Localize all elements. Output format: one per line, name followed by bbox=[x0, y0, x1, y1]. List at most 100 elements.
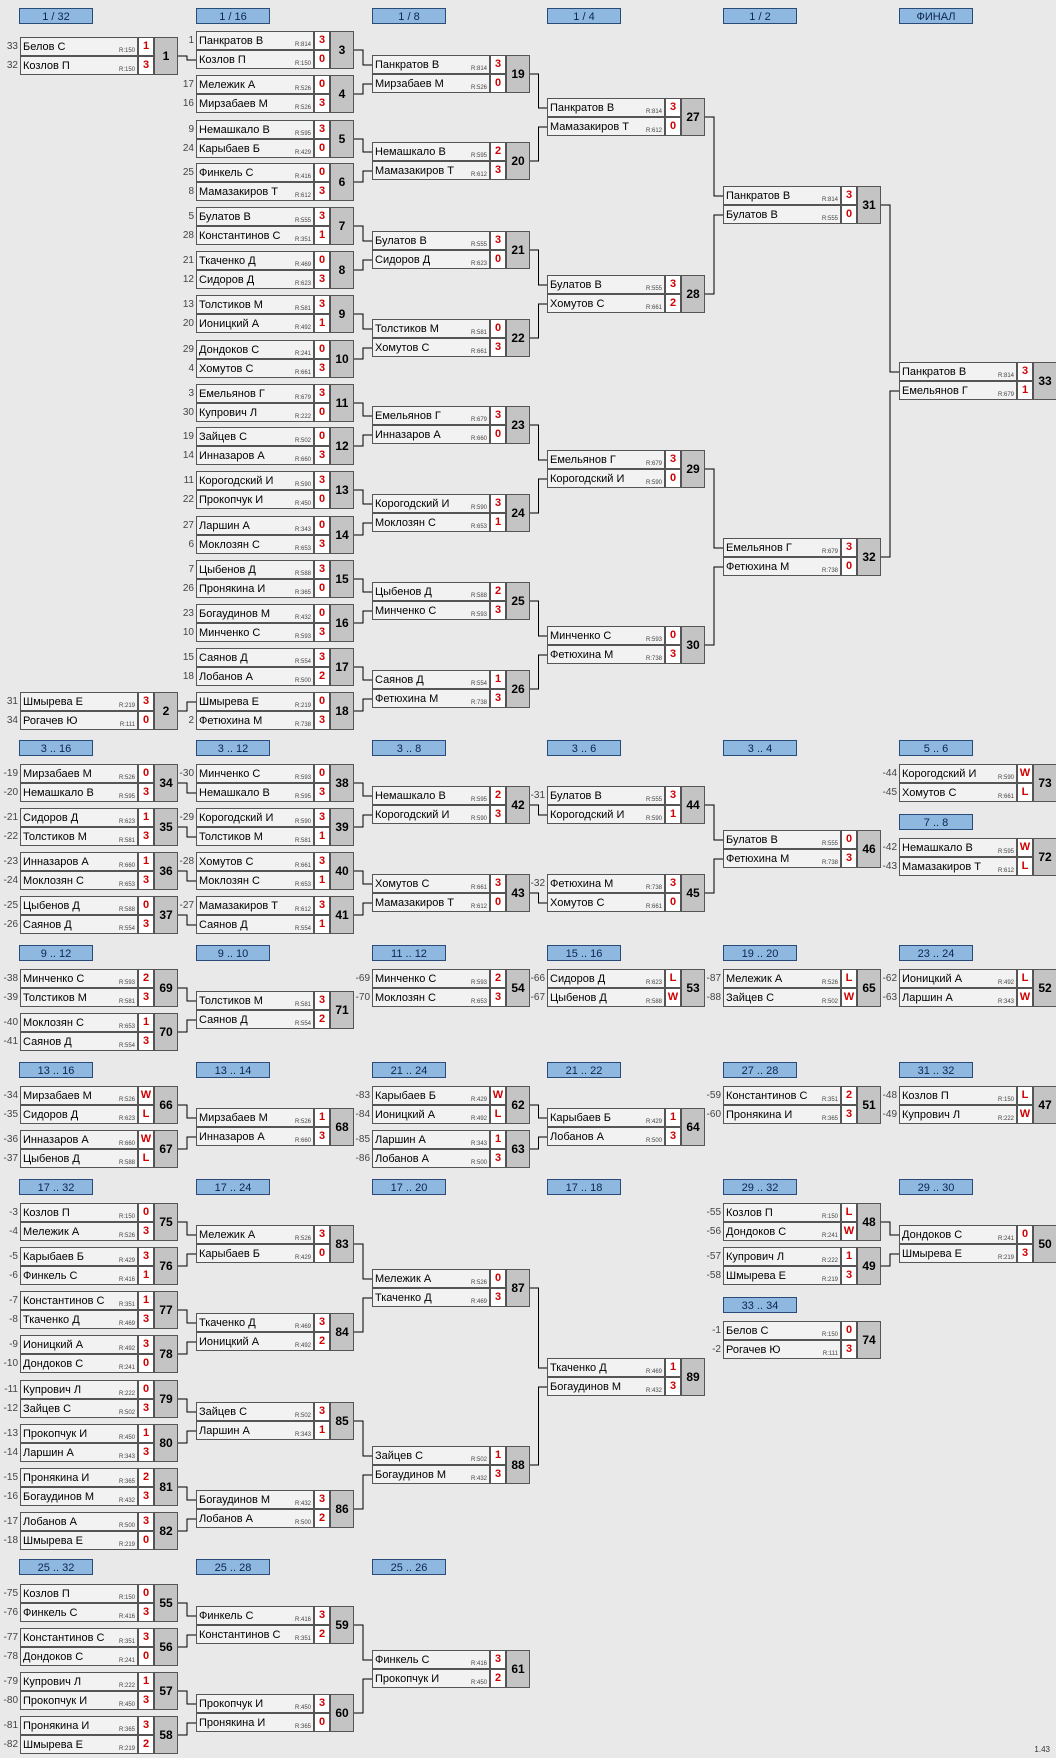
match-number[interactable]: 11 bbox=[330, 384, 354, 422]
round-header[interactable]: 25 .. 28 bbox=[196, 1559, 270, 1575]
match-number[interactable]: 12 bbox=[330, 427, 354, 465]
match-number[interactable]: 53 bbox=[681, 969, 705, 1007]
match-number[interactable]: 44 bbox=[681, 786, 705, 824]
match-number[interactable]: 16 bbox=[330, 604, 354, 642]
match-number[interactable]: 87 bbox=[506, 1269, 530, 1307]
round-header[interactable]: 17 .. 18 bbox=[547, 1179, 621, 1195]
match-number[interactable]: 30 bbox=[681, 626, 705, 664]
round-header[interactable]: 13 .. 14 bbox=[196, 1062, 270, 1078]
match-number[interactable]: 28 bbox=[681, 275, 705, 313]
match-number[interactable]: 6 bbox=[330, 163, 354, 201]
round-header[interactable]: 1 / 16 bbox=[196, 8, 270, 24]
match-number[interactable]: 89 bbox=[681, 1358, 705, 1396]
match-number[interactable]: 26 bbox=[506, 670, 530, 708]
match-number[interactable]: 61 bbox=[506, 1650, 530, 1688]
match-number[interactable]: 1 bbox=[154, 37, 178, 75]
round-header[interactable]: 19 .. 20 bbox=[723, 945, 797, 961]
match-number[interactable]: 49 bbox=[857, 1247, 881, 1285]
match-number[interactable]: 37 bbox=[154, 896, 178, 934]
round-header[interactable]: ФИНАЛ bbox=[899, 8, 973, 24]
round-header[interactable]: 11 .. 12 bbox=[372, 945, 446, 961]
match-number[interactable]: 9 bbox=[330, 295, 354, 333]
match-number[interactable]: 77 bbox=[154, 1291, 178, 1329]
match-number[interactable]: 35 bbox=[154, 808, 178, 846]
match-number[interactable]: 33 bbox=[1033, 362, 1056, 400]
match-number[interactable]: 31 bbox=[857, 186, 881, 224]
match-number[interactable]: 69 bbox=[154, 969, 178, 1007]
match-number[interactable]: 75 bbox=[154, 1203, 178, 1241]
match-number[interactable]: 40 bbox=[330, 852, 354, 890]
match-number[interactable]: 58 bbox=[154, 1716, 178, 1754]
match-number[interactable]: 68 bbox=[330, 1108, 354, 1146]
match-number[interactable]: 32 bbox=[857, 538, 881, 576]
round-header[interactable]: 23 .. 24 bbox=[899, 945, 973, 961]
round-header[interactable]: 3 .. 6 bbox=[547, 740, 621, 756]
round-header[interactable]: 5 .. 6 bbox=[899, 740, 973, 756]
match-number[interactable]: 76 bbox=[154, 1247, 178, 1285]
match-number[interactable]: 54 bbox=[506, 969, 530, 1007]
round-header[interactable]: 1 / 4 bbox=[547, 8, 621, 24]
match-number[interactable]: 20 bbox=[506, 142, 530, 180]
round-header[interactable]: 7 .. 8 bbox=[899, 814, 973, 830]
match-number[interactable]: 60 bbox=[330, 1694, 354, 1732]
round-header[interactable]: 3 .. 8 bbox=[372, 740, 446, 756]
match-number[interactable]: 71 bbox=[330, 991, 354, 1029]
